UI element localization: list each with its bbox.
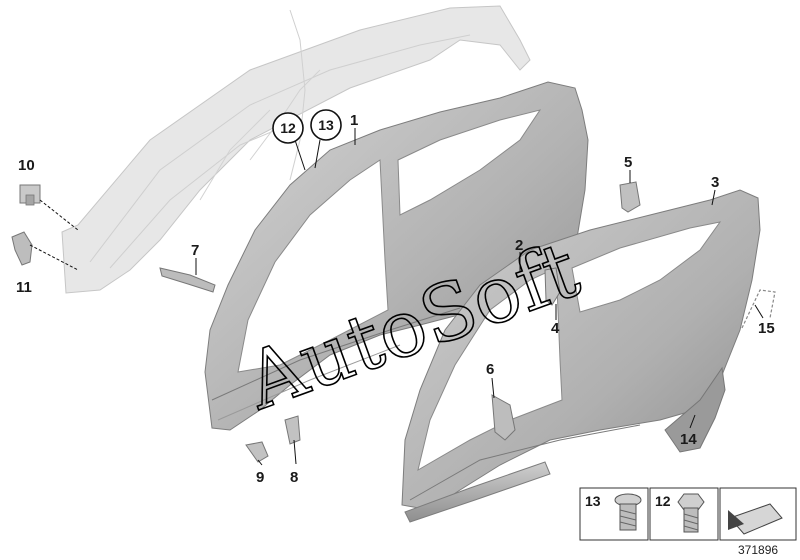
callout-5: 5 bbox=[624, 154, 632, 171]
ghost-side-frame bbox=[61, 5, 531, 294]
callout-3: 3 bbox=[711, 174, 719, 191]
patch-14[interactable] bbox=[664, 366, 726, 453]
legend-label-12: 12 bbox=[655, 493, 671, 509]
bracket-8[interactable] bbox=[284, 415, 301, 445]
arrow-pointer-icon bbox=[728, 503, 783, 535]
bracket-5[interactable] bbox=[619, 181, 641, 213]
side-panel-outer-1[interactable] bbox=[204, 81, 589, 431]
callout-12-circle: 12 bbox=[272, 112, 304, 144]
reinforcement-4[interactable] bbox=[544, 267, 561, 306]
leader-lines bbox=[29, 128, 764, 466]
callout-9: 9 bbox=[256, 469, 264, 486]
strip-15[interactable] bbox=[741, 289, 776, 329]
callout-2: 2 bbox=[515, 237, 523, 254]
callout-15: 15 bbox=[758, 320, 775, 337]
hex-screw-icon bbox=[677, 493, 705, 533]
bracket-11[interactable] bbox=[11, 231, 33, 266]
fastener-legend: 13 12 bbox=[579, 487, 797, 541]
flat-screw-icon bbox=[614, 493, 642, 531]
legend-label-13: 13 bbox=[585, 493, 601, 509]
callout-1: 1 bbox=[350, 112, 358, 129]
bracket-10[interactable] bbox=[19, 184, 41, 206]
callout-14: 14 bbox=[680, 431, 697, 448]
sill-strip-2[interactable] bbox=[404, 461, 551, 523]
side-panel-outer-3[interactable] bbox=[401, 189, 761, 511]
diagram-code: 371896 bbox=[738, 543, 778, 557]
bracket-9[interactable] bbox=[245, 441, 269, 463]
callout-4: 4 bbox=[551, 320, 560, 337]
callout-8: 8 bbox=[290, 469, 298, 486]
bracket-6[interactable] bbox=[491, 394, 516, 441]
callout-10: 10 bbox=[18, 157, 35, 174]
callout-6: 6 bbox=[486, 361, 494, 378]
callout-13: 13 bbox=[318, 117, 334, 133]
callout-13-circle: 13 bbox=[310, 109, 342, 141]
callout-labels: 1 2 3 4 5 6 7 8 9 10 11 14 15 bbox=[16, 112, 775, 486]
hinge-7[interactable] bbox=[159, 267, 216, 293]
callout-11: 11 bbox=[16, 279, 32, 296]
callout-7: 7 bbox=[191, 242, 199, 259]
callout-12: 12 bbox=[280, 120, 296, 136]
